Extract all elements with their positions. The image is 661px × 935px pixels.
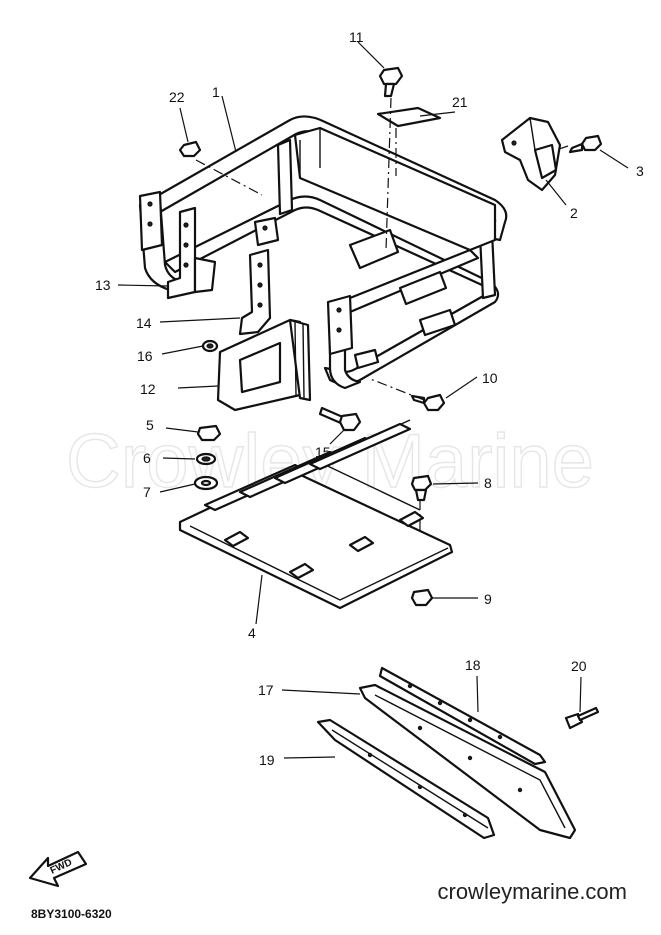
callout-3: 3: [636, 163, 644, 179]
part-2-hinge[interactable]: [500, 116, 562, 192]
callout-6: 6: [143, 450, 151, 466]
fwd-arrow-icon: FWD: [28, 850, 88, 888]
part-12-cover[interactable]: [216, 318, 312, 412]
callout-5: 5: [146, 417, 154, 433]
callout-16: 16: [137, 348, 153, 364]
callout-15: 15: [315, 444, 331, 460]
part-21-label[interactable]: [376, 106, 442, 128]
callout-17: 17: [258, 682, 274, 698]
callout-7: 7: [143, 484, 151, 500]
callout-14: 14: [136, 315, 152, 331]
callout-11: 11: [349, 29, 364, 45]
callout-2: 2: [570, 205, 578, 221]
part-8-bolt[interactable]: [410, 474, 433, 502]
part-17-panel[interactable]: [358, 683, 577, 840]
callout-12: 12: [140, 381, 156, 397]
part-15-bolt[interactable]: [318, 406, 362, 432]
assembly-lines: [195, 97, 569, 530]
part-7-washer[interactable]: [193, 475, 219, 491]
part-3-screw[interactable]: [568, 134, 603, 154]
callout-22: 22: [169, 89, 185, 105]
callout-10: 10: [482, 370, 498, 386]
diagram-code: 8BY3100-6320: [31, 907, 112, 921]
part-4-base-plate[interactable]: [178, 419, 454, 610]
website-text: crowleymarine.com: [438, 879, 628, 904]
part-22-nut[interactable]: [178, 140, 202, 158]
callout-8: 8: [484, 475, 492, 491]
callout-21: 21: [452, 94, 468, 110]
callout-18: 18: [465, 657, 481, 673]
part-13-bracket[interactable]: [166, 206, 217, 300]
part-18-rail[interactable]: [378, 666, 547, 766]
callout-4: 4: [248, 625, 256, 641]
part-20-rivet[interactable]: [564, 706, 600, 730]
callout-labels: 1 2 3 4 5 6 7 8 9 10 11 12 13 14 15 16 1…: [95, 29, 644, 768]
callout-13: 13: [95, 277, 111, 293]
callout-9: 9: [484, 591, 492, 607]
part-19-rail[interactable]: [316, 718, 496, 840]
leader-lines: [117, 41, 629, 759]
part-9-nut[interactable]: [410, 588, 434, 607]
part-6-washer[interactable]: [195, 452, 217, 466]
callout-1: 1: [212, 84, 220, 100]
part-10-bolt[interactable]: [410, 393, 446, 412]
part-14-bracket[interactable]: [238, 248, 272, 336]
part-16-grommet[interactable]: [201, 339, 219, 353]
callout-19: 19: [259, 752, 275, 768]
part-11-bolt[interactable]: [378, 66, 404, 98]
callout-20: 20: [571, 658, 587, 674]
part-5-nut[interactable]: [196, 424, 222, 442]
part-1-frame[interactable]: [138, 115, 508, 390]
